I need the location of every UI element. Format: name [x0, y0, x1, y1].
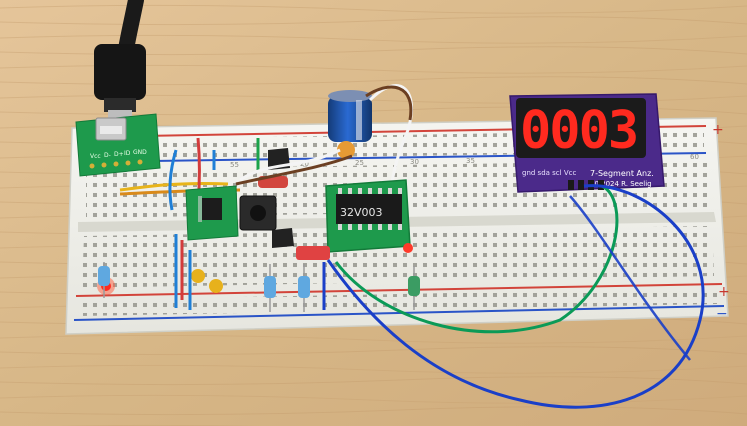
svg-text:+: + [718, 284, 730, 300]
red-component [296, 246, 330, 260]
svg-text:32V003: 32V003 [340, 206, 383, 219]
svg-text:ID: ID [124, 150, 131, 157]
ch32v003-chip [336, 194, 402, 224]
rail-signs: + + − [712, 122, 730, 322]
blue-wire-long [326, 184, 705, 409]
microcontroller-board: 32V003 [325, 179, 411, 253]
usb-cable [94, 0, 146, 128]
smd-adapter-board [185, 185, 239, 241]
electrolytic-capacitor [328, 90, 372, 142]
resistor-4 [98, 262, 110, 298]
resistor-1 [264, 264, 276, 312]
display-digits: 0003 [520, 101, 637, 161]
yellow-capacitor-1 [191, 269, 205, 283]
svg-text:Vcc: Vcc [90, 153, 101, 160]
svg-text:D-: D- [104, 152, 111, 159]
svg-text:GND: GND [133, 149, 147, 156]
breadboard-number: 55 [230, 161, 239, 169]
resistor-3 [408, 266, 420, 310]
svg-text:+: + [712, 122, 724, 138]
usb-breakout-board: Vcc D- D+ ID GND [75, 113, 161, 177]
svg-text:D+: D+ [114, 151, 124, 158]
display-board-label-2: 10.2024 R. Seelig [590, 180, 652, 188]
breadboard-number: 25 [355, 159, 364, 167]
rail-red-line [75, 283, 723, 297]
resistor-2 [298, 264, 310, 312]
push-button [239, 195, 277, 231]
breadboard-number: 35 [466, 157, 475, 165]
seven-segment-module: 0003 gnd sda scl Vcc 7-Segment Anz. 10.2… [509, 93, 665, 193]
ceramic-capacitor [337, 141, 355, 159]
breadboard-number: 60 [690, 153, 699, 161]
yellow-capacitor-2 [209, 279, 223, 293]
transistor-bottom [272, 228, 294, 248]
display-pin-labels: gnd sda scl Vcc [522, 169, 576, 177]
breadboard-number: 20 [300, 160, 309, 168]
svg-text:−: − [716, 306, 728, 322]
display-housing [516, 98, 646, 158]
green-wire [334, 184, 619, 334]
red-led-right [403, 243, 413, 253]
breadboard-number: 30 [410, 158, 419, 166]
display-board-label-1: 7-Segment Anz. [590, 169, 654, 178]
rail-blue-line [73, 305, 725, 321]
